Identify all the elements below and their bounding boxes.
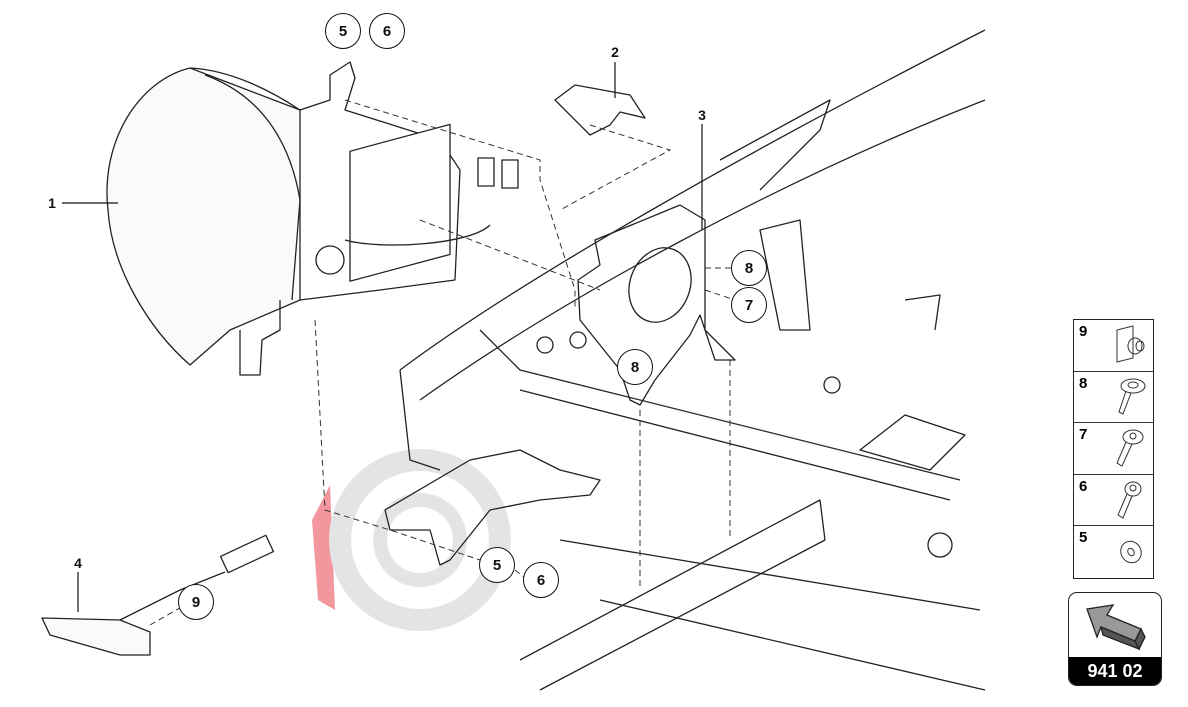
headlight-assembly xyxy=(106,61,519,376)
callout-5-lower[interactable]: 5 xyxy=(479,547,515,583)
chassis-frame xyxy=(384,29,986,691)
previous-group-button[interactable]: 941 02 xyxy=(1068,592,1162,686)
legend-number: 6 xyxy=(1079,477,1088,495)
legend-number: 7 xyxy=(1079,426,1088,444)
legend-item-9[interactable]: 9 xyxy=(1074,320,1153,372)
part-label-1[interactable]: 1 xyxy=(48,195,56,211)
torx-bolt-icon xyxy=(1117,481,1142,519)
part-label-2[interactable]: 2 xyxy=(611,44,619,60)
washer-icon xyxy=(1120,541,1142,564)
part-label-4[interactable]: 4 xyxy=(74,555,82,571)
callout-8-bracket[interactable]: 8 xyxy=(731,250,767,286)
torx-screw-icon xyxy=(1116,429,1144,467)
part-2-bracket xyxy=(554,84,646,136)
group-code: 941 02 xyxy=(1069,657,1161,685)
legend-item-8[interactable]: 8 xyxy=(1074,372,1153,424)
clip-nut-icon xyxy=(1116,325,1145,363)
assembly-lines xyxy=(149,99,736,626)
legend-number: 9 xyxy=(1079,323,1088,340)
side-marker-lamp xyxy=(41,534,275,656)
callout-5-top[interactable]: 5 xyxy=(325,13,361,49)
callout-8-lower[interactable]: 8 xyxy=(617,349,653,385)
part-label-3[interactable]: 3 xyxy=(698,107,706,123)
callout-6-top[interactable]: 6 xyxy=(369,13,405,49)
callout-9-lamp[interactable]: 9 xyxy=(178,584,214,620)
watermark-logo xyxy=(312,449,511,631)
callout-7-bracket[interactable]: 7 xyxy=(731,287,767,323)
legend-number: 8 xyxy=(1079,374,1088,392)
callout-6-lower[interactable]: 6 xyxy=(523,562,559,598)
part-3-bracket xyxy=(577,204,736,406)
flange-screw-icon xyxy=(1118,378,1146,415)
back-arrow-icon xyxy=(1086,604,1146,651)
legend-number: 5 xyxy=(1079,529,1088,547)
legend-item-7[interactable]: 7 xyxy=(1074,423,1153,475)
legend-item-6[interactable]: 6 xyxy=(1074,475,1153,527)
fastener-legend: 9 8 7 6 5 xyxy=(1073,319,1154,579)
legend-item-5[interactable]: 5 xyxy=(1074,526,1153,578)
